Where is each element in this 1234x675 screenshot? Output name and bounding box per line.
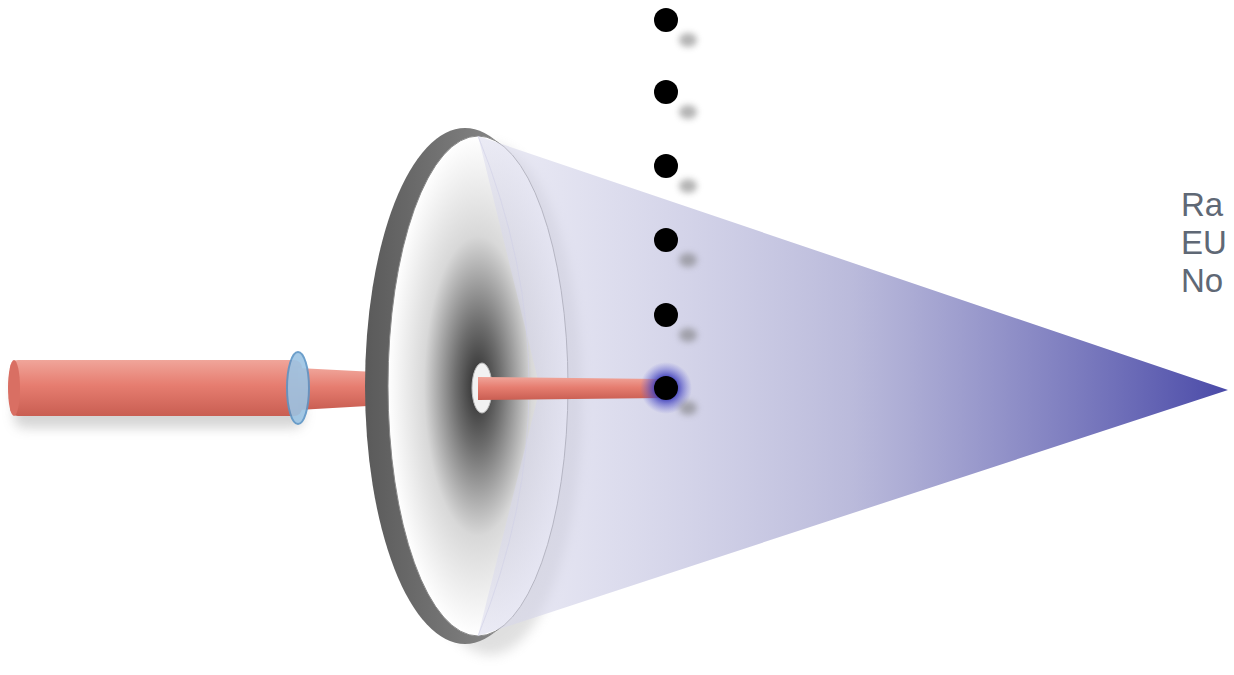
side-label: No — [1181, 262, 1223, 300]
droplet-shadow — [679, 328, 697, 342]
droplet-shadow — [679, 33, 697, 47]
beam-to-droplet — [478, 377, 662, 400]
droplet-shadow — [679, 253, 697, 267]
side-label: Ra — [1181, 186, 1223, 224]
droplet-shadow — [679, 401, 697, 415]
tin-droplet — [654, 80, 678, 104]
tin-droplet — [654, 376, 678, 400]
beam-end — [8, 360, 20, 416]
tin-droplets — [640, 8, 697, 415]
tin-droplet — [654, 228, 678, 252]
laser-beam — [10, 360, 302, 416]
droplet-shadow — [679, 179, 697, 193]
tin-droplet — [654, 8, 678, 32]
droplet-shadow — [679, 105, 697, 119]
tin-droplet — [654, 303, 678, 327]
side-label: EU — [1181, 224, 1227, 262]
tin-droplet — [654, 154, 678, 178]
euv-light-cone — [478, 136, 1228, 636]
focusing-lens — [287, 352, 309, 424]
